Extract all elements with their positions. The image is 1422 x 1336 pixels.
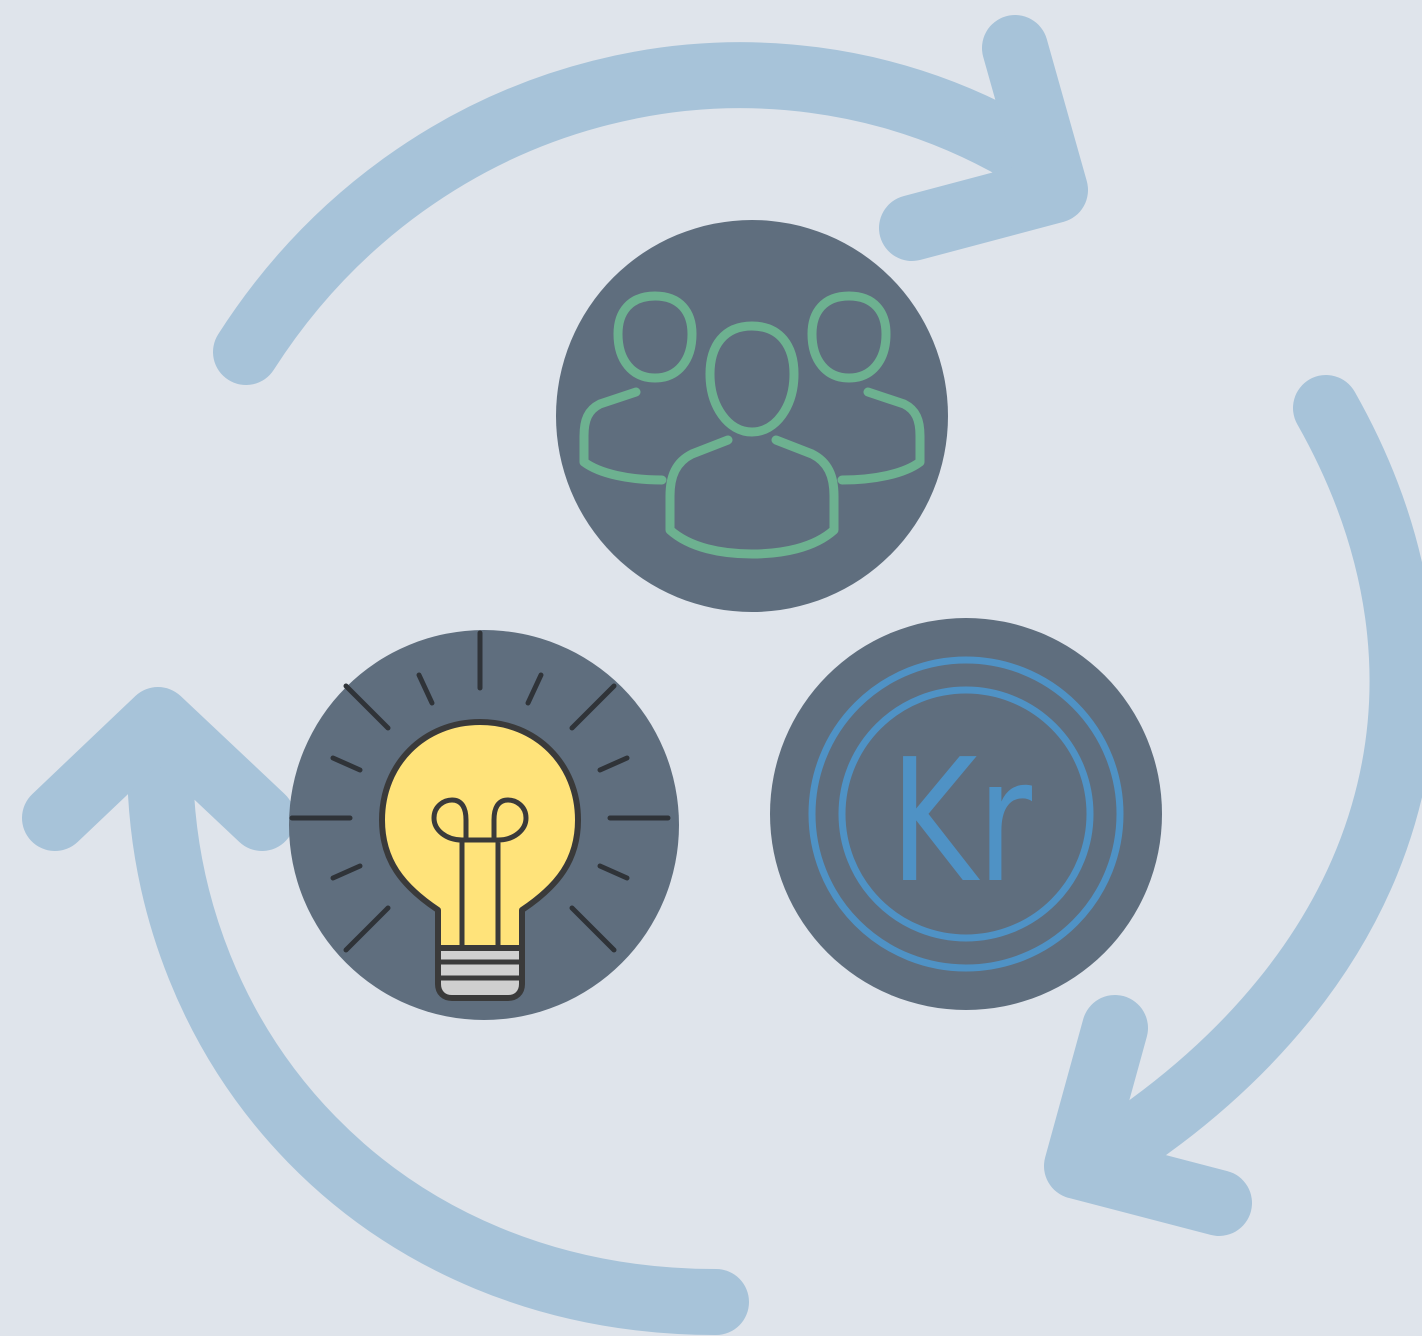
idea-rays [289, 630, 671, 953]
cycle-arrow-top-icon [213, 15, 1088, 385]
people-group-icon [579, 291, 925, 559]
idea-node [289, 630, 679, 1020]
money-node: Kr [770, 618, 1162, 1010]
cycle-arrow-left-icon [22, 687, 749, 1335]
cycle-arrow-right-icon [1044, 375, 1422, 1236]
lightbulb-icon [379, 719, 581, 1001]
people-node-circle [556, 220, 948, 612]
cycle-arrows [22, 15, 1422, 1335]
money-node-circle [770, 618, 1162, 1010]
coin-symbol: Kr [890, 723, 1032, 921]
krone-coin-icon: Kr [808, 656, 1124, 972]
people-node [556, 220, 948, 612]
